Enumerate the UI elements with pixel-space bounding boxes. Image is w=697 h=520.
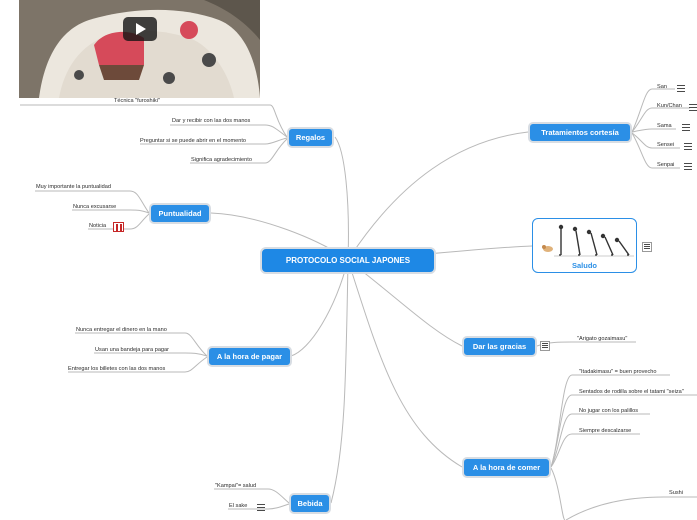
branch-bebida[interactable]: Bebida — [289, 493, 331, 514]
branch-saludo-label: Saludo — [533, 261, 636, 270]
comer-item-sushi: Sushi — [669, 490, 683, 496]
comer-item-seiza: Sentados de rodilla sobre el tatami "sei… — [579, 389, 684, 395]
branch-regalos-label: Regalos — [296, 133, 325, 142]
tratamientos-item-sensei: Sensei — [657, 142, 674, 148]
note-icon[interactable] — [684, 143, 692, 150]
bebida-item-kampai: "Kampai"= salud — [215, 483, 256, 489]
comer-item-palillos: No jugar con los palillos — [579, 408, 638, 414]
note-icon[interactable] — [257, 504, 265, 511]
branch-comer-label: A la hora de comer — [473, 463, 540, 472]
central-topic-title: PROTOCOLO SOCIAL JAPONES — [286, 256, 410, 265]
note-icon[interactable] — [689, 104, 697, 111]
gift-wrap-image — [19, 0, 260, 98]
bowing-figures-icon — [534, 221, 637, 261]
tratamientos-item-senpai: Senpai — [657, 162, 674, 168]
bebida-item-sake: El sake — [229, 503, 247, 509]
news-icon[interactable] — [113, 222, 124, 232]
comer-item-descalzarse: Siempre descalzarse — [579, 428, 631, 434]
tratamientos-item-kun-chan: Kun/Chan — [657, 103, 682, 109]
branch-gracias[interactable]: Dar las gracias — [462, 336, 537, 357]
puntualidad-item-excusarse: Nunca excusarse — [73, 204, 116, 210]
sheep-icon — [542, 245, 553, 252]
branch-tratamientos-label: Tratamientos cortesía — [541, 128, 619, 137]
regalos-item-agradecimiento: Significa agradecimiento — [191, 157, 252, 163]
pagar-item-bandeja: Usan una bandeja para pagar — [95, 347, 169, 353]
note-icon[interactable] — [540, 341, 550, 351]
branch-regalos[interactable]: Regalos — [287, 127, 334, 148]
note-icon[interactable] — [677, 85, 685, 92]
pagar-item-dinero: Nunca entregar el dinero en la mano — [76, 327, 167, 333]
play-icon[interactable] — [123, 17, 157, 41]
pagar-item-billetes: Entregar los billetes con las dos manos — [68, 366, 165, 372]
branch-tratamientos[interactable]: Tratamientos cortesía — [528, 122, 632, 143]
branch-pagar-label: A la hora de pagar — [217, 352, 282, 361]
branch-gracias-label: Dar las gracias — [473, 342, 526, 351]
tratamientos-item-san: San — [657, 84, 667, 90]
comer-item-itadakimasu: "Itadakimasu" = buen provecho — [579, 369, 657, 375]
branch-saludo[interactable]: Saludo — [532, 218, 637, 273]
regalos-item-furoshiki: Técnica "furoshiki" — [114, 98, 160, 104]
branch-comer[interactable]: A la hora de comer — [462, 457, 551, 478]
regalos-item-abrir: Preguntar si se puede abrir en el moment… — [140, 138, 246, 144]
video-thumbnail[interactable] — [19, 0, 260, 98]
central-topic[interactable]: PROTOCOLO SOCIAL JAPONES — [260, 247, 436, 274]
branch-puntualidad-label: Puntualidad — [159, 209, 202, 218]
branch-bebida-label: Bebida — [297, 499, 322, 508]
puntualidad-item-importante: Muy importante la puntualidad — [36, 184, 111, 190]
tratamientos-item-sama: Sama — [657, 123, 672, 129]
branch-puntualidad[interactable]: Puntualidad — [149, 203, 211, 224]
puntualidad-item-noticia: Noticia — [89, 223, 106, 229]
regalos-item-dos-manos: Dar y recibir con las dos manos — [172, 118, 250, 124]
gracias-item-arigato: "Arigato gozaimasu" — [577, 336, 627, 342]
note-icon[interactable] — [684, 163, 692, 170]
branch-pagar[interactable]: A la hora de pagar — [207, 346, 292, 367]
note-icon[interactable] — [682, 124, 690, 131]
note-icon[interactable] — [642, 242, 652, 252]
